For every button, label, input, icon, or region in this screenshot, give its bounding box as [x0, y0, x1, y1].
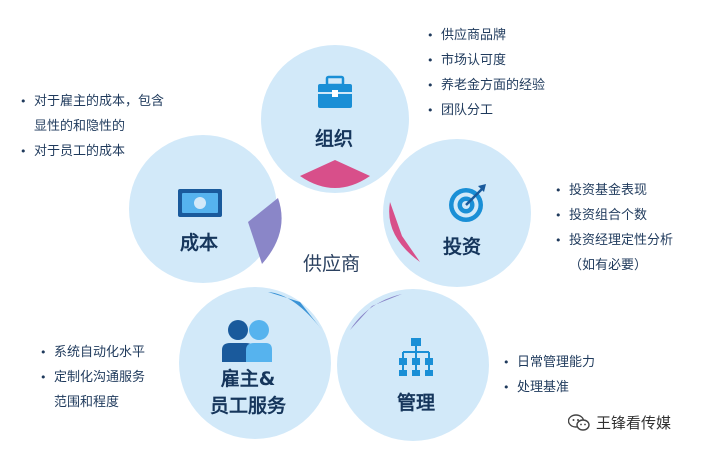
label-management: 管理 [397, 392, 436, 414]
list-item: 团队分工 [425, 98, 545, 123]
circle-organization [261, 45, 409, 193]
label-service-line2: 员工服务 [210, 395, 287, 417]
label-service: 雇主& 员工服务 [210, 366, 286, 420]
label-service-line1: 雇主& [220, 368, 276, 390]
wedge-cost [248, 198, 282, 264]
list-item: 养老金方面的经验 [425, 73, 545, 98]
label-cost: 成本 [180, 232, 219, 254]
list-item: 供应商品牌 [425, 23, 545, 48]
list-item: 投资组合个数 [553, 203, 673, 228]
list-item: 定制化沟通服务 范围和程度 [38, 365, 145, 415]
manage-bullets: 日常管理能力 处理基准 [501, 350, 595, 400]
list-item: 投资基金表现 [553, 178, 673, 203]
list-item-line: 对于雇主的成本，包含 [34, 94, 165, 109]
service-bullets: 系统自动化水平 定制化沟通服务 范围和程度 [38, 340, 145, 415]
wedge-organization [300, 160, 370, 188]
label-organization: 组织 [315, 128, 354, 150]
list-item: 对于雇主的成本，包含 显性的和隐性的 [18, 89, 164, 139]
wedge-investment [389, 202, 420, 262]
money-icon [178, 189, 222, 217]
invest-bullets: 投资基金表现 投资组合个数 投资经理定性分析 （如有必要） [553, 178, 673, 278]
list-item-line: 范围和程度 [54, 395, 120, 410]
target-icon [449, 184, 486, 222]
list-item-line: 显性的和隐性的 [34, 119, 126, 134]
watermark-text: 王锋看传媒 [596, 414, 672, 432]
list-item: 投资经理定性分析 （如有必要） [553, 228, 673, 278]
list-item-line: 投资经理定性分析 [569, 233, 674, 248]
org-bullets: 供应商品牌 市场认可度 养老金方面的经验 团队分工 [425, 23, 545, 123]
circle-service [179, 287, 331, 439]
list-item: 系统自动化水平 [38, 340, 145, 365]
list-item: 对于员工的成本 [18, 139, 164, 164]
list-item: 日常管理能力 [501, 350, 595, 375]
cost-bullets: 对于雇主的成本，包含 显性的和隐性的 对于员工的成本 [18, 89, 164, 164]
list-item: 市场认可度 [425, 48, 545, 73]
center-label: 供应商 [303, 253, 361, 275]
watermark: 王锋看传媒 [568, 412, 671, 433]
org-chart-icon [399, 338, 433, 376]
briefcase-icon [318, 75, 352, 108]
people-icon [222, 320, 272, 362]
list-item-line: （如有必要） [569, 258, 648, 273]
wechat-icon [568, 413, 590, 431]
list-item-line: 定制化沟通服务 [54, 370, 146, 385]
label-investment: 投资 [443, 236, 482, 258]
list-item: 处理基准 [501, 375, 595, 400]
